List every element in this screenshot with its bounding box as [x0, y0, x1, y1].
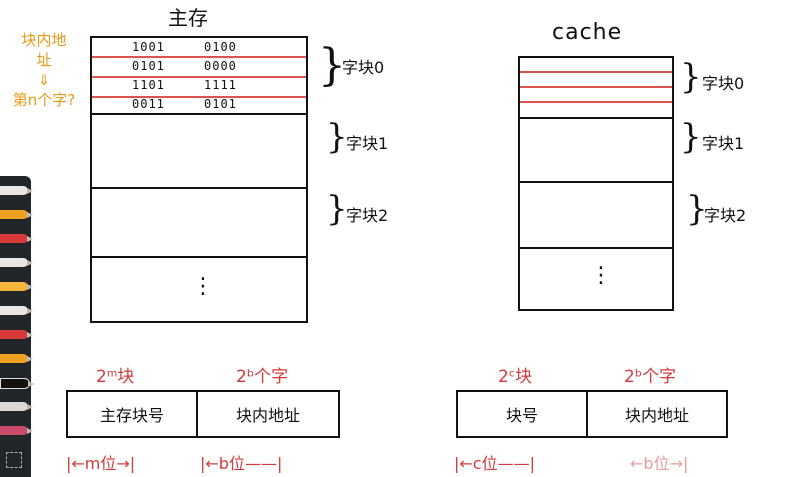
pen-tool[interactable]	[0, 186, 33, 195]
bits-row-0a: 1001	[132, 40, 165, 54]
mem-block-label-1: 字块1	[346, 134, 389, 153]
ellipsis: ⋮	[590, 263, 612, 288]
block-separator	[520, 181, 672, 183]
block-separator	[92, 187, 306, 189]
main-addr-width-m: |←m位→|	[66, 454, 136, 473]
brace-icon: }	[326, 189, 348, 229]
brace-icon: }	[680, 57, 702, 97]
block-separator	[520, 247, 672, 249]
cache-block-number-field: 块号	[505, 406, 538, 425]
side-note: 块内地 址 ⇓ 第n个字?	[2, 30, 86, 110]
main-addr-top-right: 2ᵇ个字	[236, 367, 289, 387]
brace-icon: }	[680, 117, 702, 157]
cache-block-label-2: 字块2	[704, 206, 747, 225]
pen-tool[interactable]	[0, 306, 33, 315]
main-address-format: 主存块号 块内地址	[66, 390, 340, 438]
ellipsis: ⋮	[192, 274, 214, 299]
side-note-line2: 址	[36, 51, 52, 69]
block-offset-field: 块内地址	[586, 392, 726, 436]
cache-title: cache	[552, 20, 623, 45]
word-divider	[520, 86, 672, 88]
word-divider	[520, 71, 672, 73]
pen-tool[interactable]	[0, 402, 33, 411]
pen-tool[interactable]	[0, 210, 33, 219]
cache-block-label-0: 字块0	[702, 74, 745, 93]
word-divider	[92, 56, 306, 58]
cache-addr-width-b: ←b位→|	[630, 454, 689, 473]
pen-tool[interactable]	[0, 234, 33, 243]
pen-tool[interactable]	[0, 378, 34, 389]
bits-row-2a: 1101	[132, 78, 165, 92]
cache-box: ⋮	[518, 56, 674, 311]
cache-addr-top-right: 2ᵇ个字	[624, 367, 677, 387]
pen-tool[interactable]	[0, 426, 33, 435]
selection-icon[interactable]	[6, 452, 22, 468]
block-separator	[92, 256, 306, 258]
main-memory-box: 1001 0100 0101 0000 1101 1111 0011 0101 …	[90, 36, 308, 323]
main-block-number-field: 主存块号	[99, 406, 164, 425]
bits-row-1a: 0101	[132, 59, 165, 73]
main-addr-top-left: 2ᵐ块	[96, 367, 135, 387]
cache-block-label-1: 字块1	[702, 134, 745, 153]
cache-addr-width-c: |←c位——|	[454, 454, 535, 473]
word-divider	[92, 76, 306, 78]
word-divider	[92, 96, 306, 98]
pen-tool[interactable]	[0, 354, 33, 363]
pen-tool[interactable]	[0, 282, 33, 291]
block-separator	[92, 113, 306, 115]
pen-tool[interactable]	[0, 258, 33, 267]
brace-icon: }	[318, 40, 346, 91]
side-note-line1: 块内地	[21, 31, 67, 49]
cache-addr-top-left: 2ᶜ块	[498, 367, 533, 387]
cache-address-format: 块号 块内地址	[456, 390, 728, 438]
word-divider	[520, 101, 672, 103]
brace-icon: }	[686, 189, 708, 229]
bits-row-1b: 0000	[204, 59, 237, 73]
bits-row-2b: 1111	[204, 78, 237, 92]
down-arrow-icon: ⇓	[37, 71, 51, 89]
main-memory-title: 主存	[168, 6, 208, 30]
main-addr-width-b: |←b位——|	[200, 454, 283, 473]
block-separator	[520, 117, 672, 119]
bits-row-3a: 0011	[132, 97, 165, 111]
bits-row-3b: 0101	[204, 97, 237, 111]
block-offset-field: 块内地址	[196, 392, 338, 436]
pen-toolbar	[0, 176, 34, 477]
bits-row-0b: 0100	[204, 40, 237, 54]
pen-tool[interactable]	[0, 330, 33, 339]
side-note-line3: 第n个字?	[12, 91, 76, 109]
mem-block-label-2: 字块2	[346, 206, 389, 225]
brace-icon: }	[326, 117, 348, 157]
mem-block-label-0: 字块0	[342, 58, 385, 77]
